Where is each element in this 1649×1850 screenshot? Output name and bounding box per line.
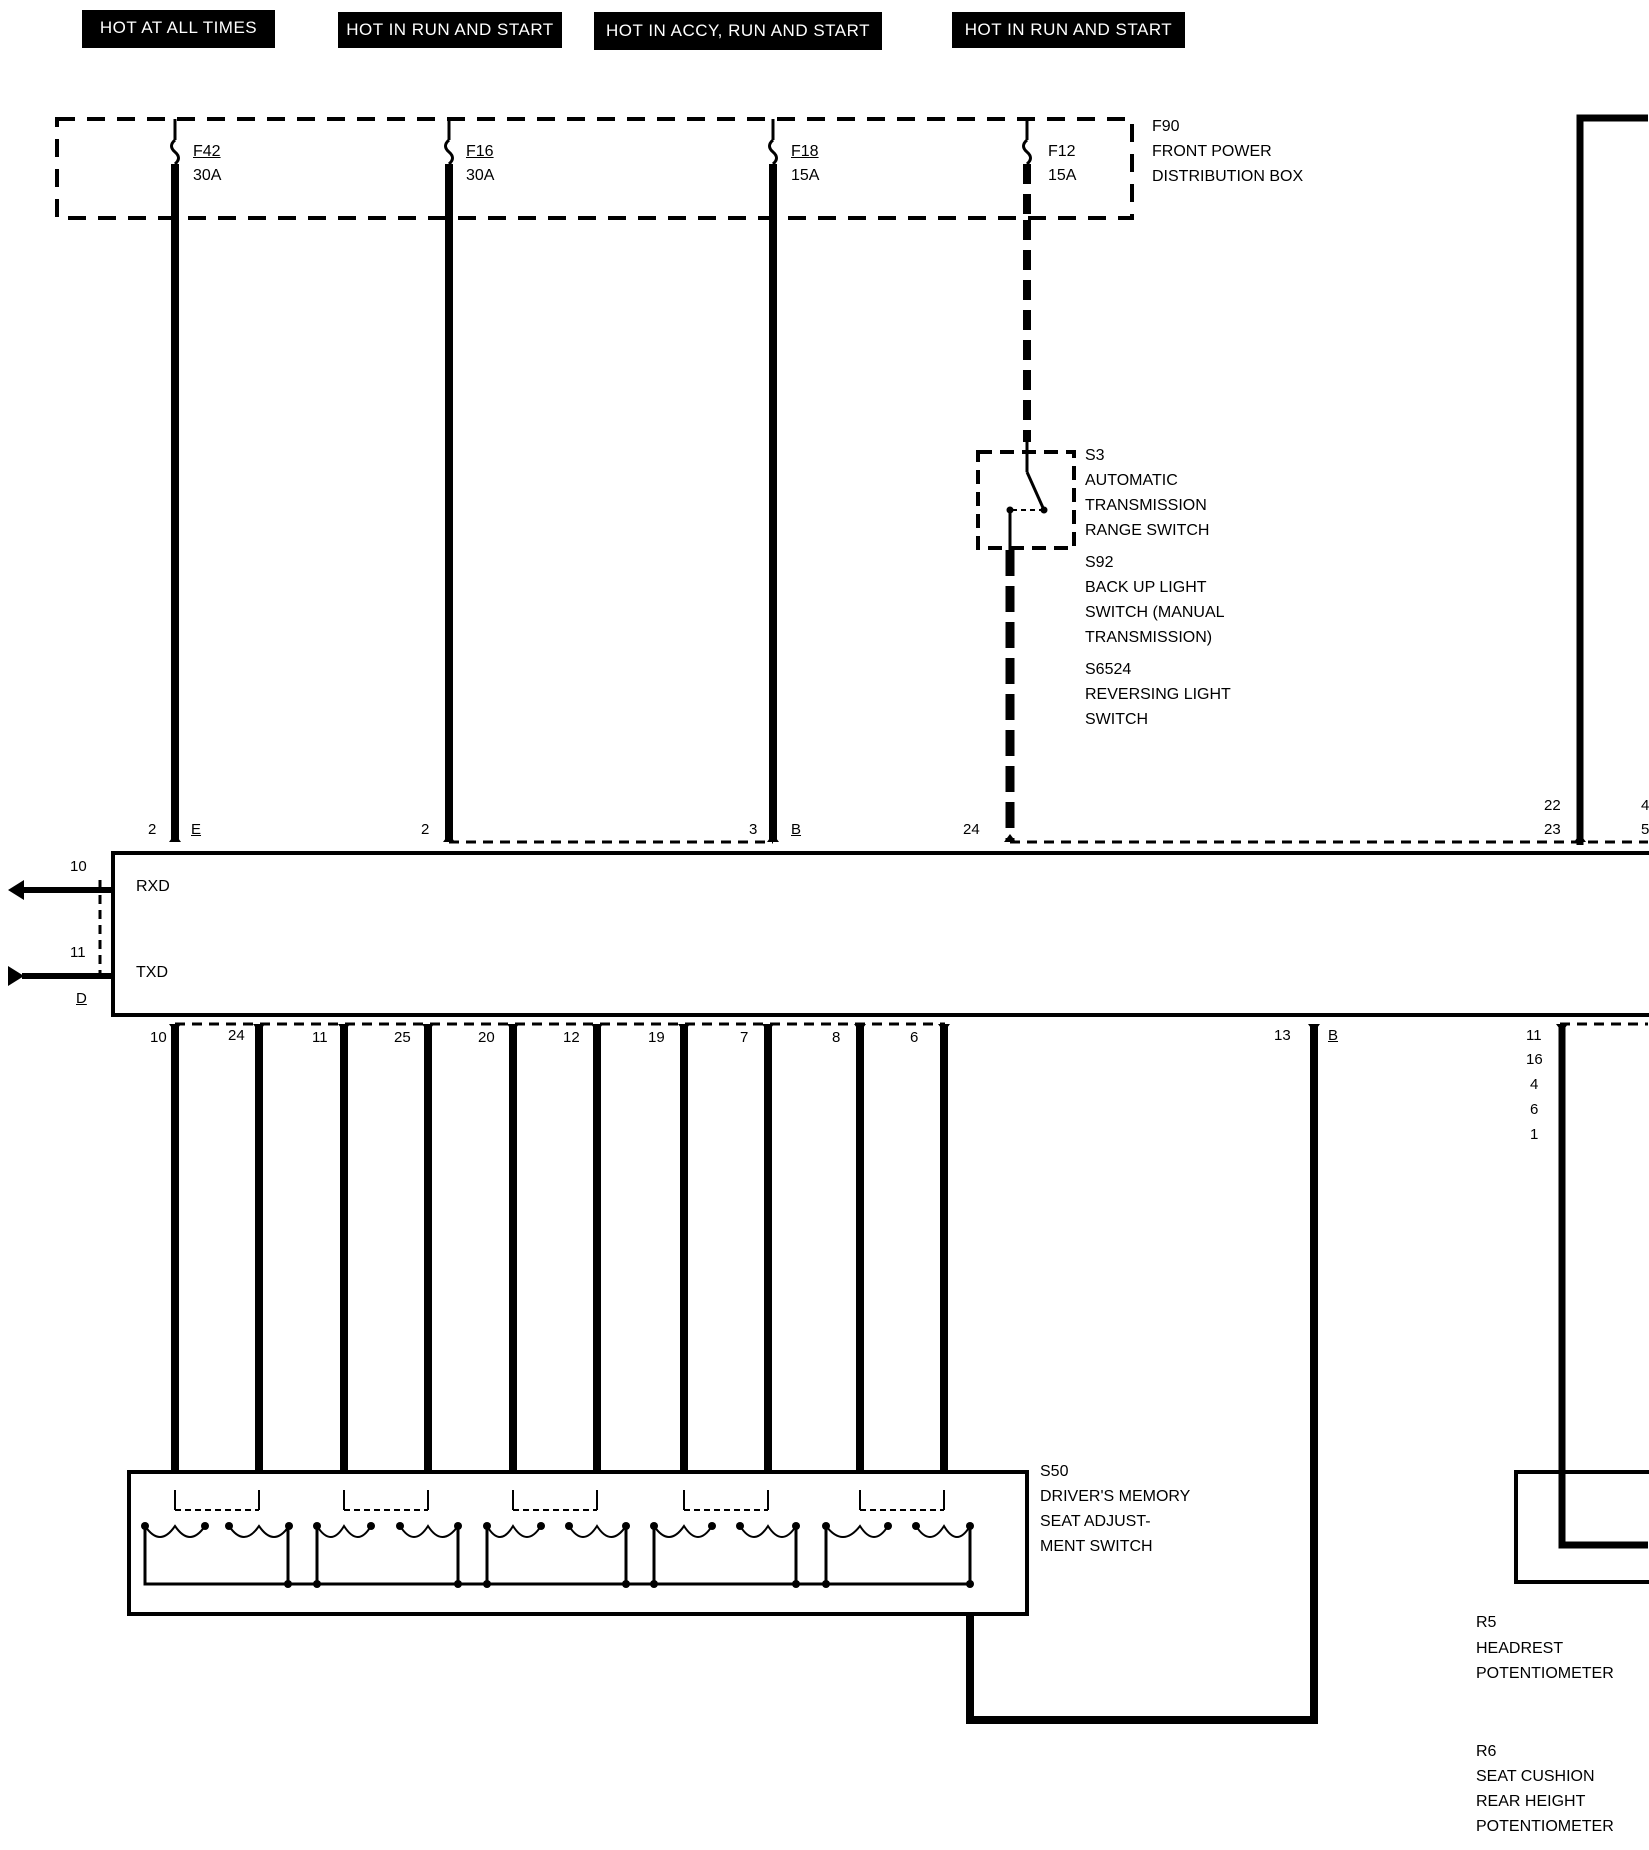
header-hot-in-accy-run-and-start: HOT IN ACCY, RUN AND START xyxy=(594,12,882,50)
r6-label-4: POTENTIOMETER xyxy=(1476,1818,1614,1835)
s92-label-3: SWITCH (MANUAL xyxy=(1085,604,1225,621)
pin-side-10: 10 xyxy=(70,858,87,875)
header-hot-in-run-and-start-2: HOT IN RUN AND START xyxy=(952,12,1185,48)
control-module-outline xyxy=(111,851,1649,1017)
fuse-f42-id: F42 xyxy=(193,143,221,160)
pin-bottom-24: 24 xyxy=(228,1027,245,1044)
fuse-box-name-2: DISTRIBUTION BOX xyxy=(1152,168,1304,185)
pin-right-6: 6 xyxy=(1530,1101,1539,1118)
s92-label-4: TRANSMISSION) xyxy=(1085,629,1213,646)
pin-bottom-b: B xyxy=(1328,1027,1339,1044)
fuse-f12-symbol xyxy=(1022,119,1032,166)
pin-bottom-19: 19 xyxy=(648,1029,665,1046)
fuse-box-id: F90 xyxy=(1152,118,1180,135)
pin-bottom-10: 10 xyxy=(150,1029,167,1046)
pin-side-d: D xyxy=(76,990,87,1007)
header-hot-in-run-and-start: HOT IN RUN AND START xyxy=(338,12,562,48)
r5-label-2: HEADREST xyxy=(1476,1640,1564,1657)
fuse-f18-rating: 15A xyxy=(791,167,820,184)
fuse-f42-rating: 30A xyxy=(193,167,222,184)
fuse-f12-id: F12 xyxy=(1048,143,1076,160)
s3-label-3: TRANSMISSION xyxy=(1085,497,1207,514)
s92-label-1: S92 xyxy=(1085,554,1114,571)
s3-label-1: S3 xyxy=(1085,447,1105,464)
s50-label-4: MENT SWITCH xyxy=(1040,1538,1153,1555)
s6524-label-2: REVERSING LIGHT xyxy=(1085,686,1231,703)
pin-top-2-b: 2 xyxy=(421,821,430,838)
r5-outline xyxy=(1514,1470,1649,1584)
s92-label-2: BACK UP LIGHT xyxy=(1085,579,1207,596)
right-module-outline xyxy=(1576,114,1648,845)
fuse-f12-rating: 15A xyxy=(1048,167,1077,184)
s50-label-3: SEAT ADJUST- xyxy=(1040,1513,1151,1530)
rxd-label: RXD xyxy=(136,878,170,895)
pin-bottom-8: 8 xyxy=(832,1029,841,1046)
fuse-f16-symbol xyxy=(444,119,454,166)
pin-top-22: 22 xyxy=(1544,797,1561,814)
pin-bottom-13: 13 xyxy=(1274,1027,1291,1044)
fuse-box-outline xyxy=(55,117,1134,220)
pin-right-1: 1 xyxy=(1530,1126,1539,1143)
r5-label-3: POTENTIOMETER xyxy=(1476,1665,1614,1682)
pin-bottom-6: 6 xyxy=(910,1029,919,1046)
pin-top-4: 4 xyxy=(1641,797,1649,814)
s50-contacts xyxy=(144,1490,971,1538)
wire-pin13-loop xyxy=(966,1024,1318,1724)
s50-switch-outline xyxy=(127,1470,1029,1616)
fuse-f18-id: F18 xyxy=(791,143,819,160)
pin-top-b: B xyxy=(791,821,802,838)
pin-bottom-11: 11 xyxy=(312,1029,328,1046)
s3-label-2: AUTOMATIC xyxy=(1085,472,1178,489)
pin-top-3: 3 xyxy=(749,821,758,838)
s6524-label-1: S6524 xyxy=(1085,661,1132,678)
pin-top-e: E xyxy=(191,821,202,838)
fuse-f16-rating: 30A xyxy=(466,167,495,184)
fuse-f16-id: F16 xyxy=(466,143,494,160)
pin-top-2-a: 2 xyxy=(148,821,157,838)
pin-bottom-25: 25 xyxy=(394,1029,411,1046)
r5-label-1: R5 xyxy=(1476,1614,1497,1631)
pin-side-11: 11 xyxy=(70,944,86,961)
pin-bottom-7: 7 xyxy=(740,1029,749,1046)
header-hot-at-all-times: HOT AT ALL TIMES xyxy=(82,10,275,48)
wire-right-bottom xyxy=(1558,1024,1648,1549)
fuse-f18-symbol xyxy=(768,119,778,166)
fuse-box-name-1: FRONT POWER xyxy=(1152,143,1272,160)
s6524-label-3: SWITCH xyxy=(1085,711,1149,728)
pin-right-11: 11 xyxy=(1526,1027,1542,1044)
pin-top-24: 24 xyxy=(963,821,980,838)
pin-right-16: 16 xyxy=(1526,1051,1543,1068)
pin-top-5: 5 xyxy=(1641,821,1649,838)
r6-label-3: REAR HEIGHT xyxy=(1476,1793,1586,1810)
s50-label-2: DRIVER'S MEMORY xyxy=(1040,1488,1191,1505)
r6-label-2: SEAT CUSHION xyxy=(1476,1768,1595,1785)
pin-right-4: 4 xyxy=(1530,1076,1539,1093)
pin-bottom-20: 20 xyxy=(478,1029,495,1046)
txd-label: TXD xyxy=(136,964,168,981)
fuse-f42-symbol xyxy=(170,119,180,166)
s50-label-1: S50 xyxy=(1040,1463,1069,1480)
s3-label-4: RANGE SWITCH xyxy=(1085,522,1210,539)
pin-top-23: 23 xyxy=(1544,821,1561,838)
r6-label-1: R6 xyxy=(1476,1743,1497,1760)
pin-bottom-12: 12 xyxy=(563,1029,580,1046)
